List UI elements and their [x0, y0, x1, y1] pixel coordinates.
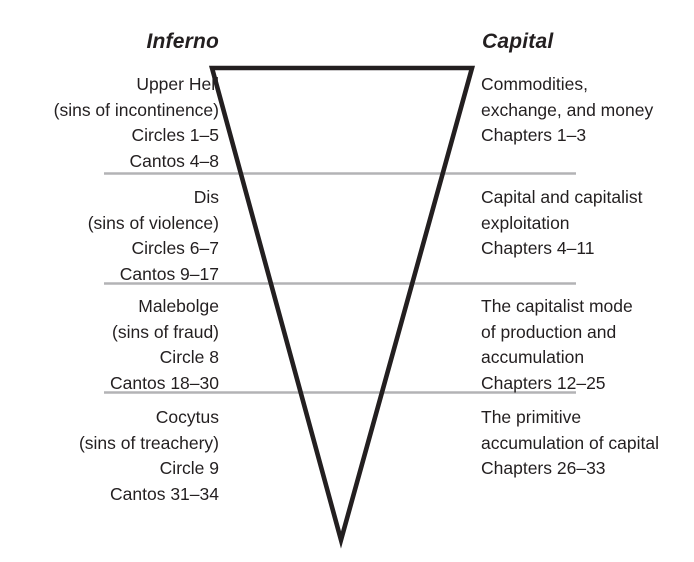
row-2-left-subtitle: (sins of violence) [87, 212, 219, 233]
row-2-right-line-1: Capital and capitalist [481, 187, 643, 207]
row-1-left-circles: Circles 1–5 [131, 125, 219, 145]
row-1-left-subtitle: (sins of incontinence) [53, 99, 219, 120]
row-2-left-text: Dis (sins of violence) Circles 6–7 Canto… [0, 185, 219, 287]
row-4-left-cantos: Cantos 31–34 [110, 483, 219, 504]
row-3-right-line-2: of production and [481, 321, 617, 342]
inverted-triangle-outline [208, 65, 476, 549]
row-1-left-text: Upper Hell (sins of incontinence) Circle… [0, 72, 219, 174]
row-3-left-text: Malebolge (sins of fraud) Circle 8 Canto… [0, 294, 219, 396]
row-2-left-title: Dis [193, 187, 219, 207]
row-3-left-cantos: Cantos 18–30 [110, 372, 219, 393]
row-4-right-line-1: The primitive [481, 407, 582, 427]
row-2-left-cantos: Cantos 9–17 [119, 263, 219, 284]
row-2-right-text: Capital and capitalist exploitation Chap… [481, 185, 693, 262]
row-4-left-title: Cocytus [155, 407, 219, 427]
row-3-right-text: The capitalist mode of production and ac… [481, 294, 693, 396]
row-4-left-circles: Circle 9 [159, 458, 219, 478]
row-2-right-line-2: exploitation [481, 212, 570, 233]
row-1-right-chapters: Chapters 1–3 [481, 125, 587, 145]
row-1-left-cantos: Cantos 4–8 [129, 150, 219, 171]
row-2-right-chapters: Chapters 4–11 [481, 238, 595, 258]
row-1-right-line-2: exchange, and money [481, 99, 654, 120]
row-3-right-line-3: accumulation [481, 347, 585, 367]
row-3-left-circles: Circle 8 [159, 347, 219, 367]
row-4-left-text: Cocytus (sins of treachery) Circle 9 Can… [0, 405, 219, 507]
row-4-right-line-2: accumulation of capital [481, 432, 660, 453]
row-3-right-chapters: Chapters 12–25 [481, 372, 606, 393]
row-3-left-subtitle: (sins of fraud) [112, 321, 219, 342]
row-4-right-chapters: Chapters 26–33 [481, 458, 606, 478]
row-1-right-text: Commodities, exchange, and money Chapter… [481, 72, 693, 149]
column-header-inferno: Inferno [146, 30, 219, 53]
row-3-left-title: Malebolge [138, 296, 219, 316]
row-1-left-title: Upper Hell [136, 74, 219, 94]
row-4-left-subtitle: (sins of treachery) [78, 432, 219, 453]
row-2-left-circles: Circles 6–7 [131, 238, 219, 258]
row-3-right-line-1: The capitalist mode [481, 296, 633, 316]
row-1-right-line-1: Commodities, [481, 74, 588, 94]
row-4-right-text: The primitive accumulation of capital Ch… [481, 405, 693, 482]
column-header-capital: Capital [482, 30, 554, 53]
